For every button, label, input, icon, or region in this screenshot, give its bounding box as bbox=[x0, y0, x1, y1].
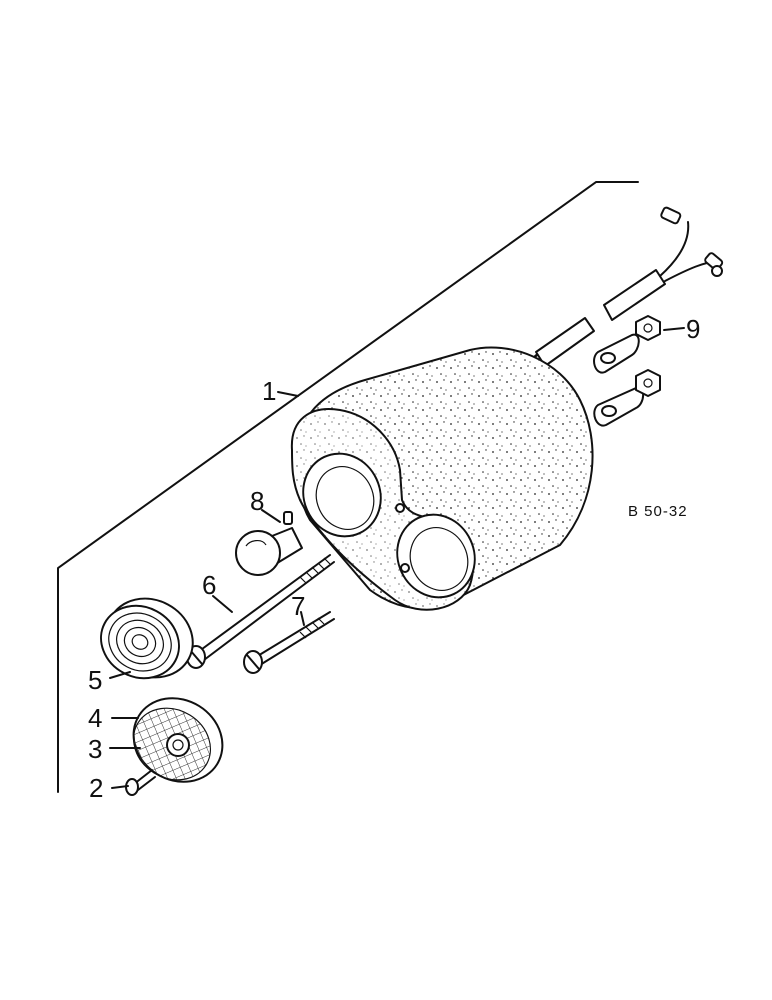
callout-1: 1 bbox=[262, 376, 276, 406]
small-screw bbox=[125, 769, 156, 796]
callout-4: 4 bbox=[88, 703, 102, 733]
lamp-housing bbox=[290, 346, 594, 611]
lens bbox=[100, 597, 194, 680]
bulb bbox=[235, 511, 303, 576]
assembly-bracket-line bbox=[57, 181, 639, 793]
wiring-harness bbox=[489, 206, 724, 384]
callout-9: 9 bbox=[686, 314, 700, 344]
reference-code: B 50-32 bbox=[628, 503, 688, 520]
callout-2: 2 bbox=[89, 773, 103, 803]
mounting-hardware bbox=[593, 315, 661, 427]
reflector-disc bbox=[132, 697, 224, 783]
callout-8: 8 bbox=[250, 486, 264, 516]
leader-lines bbox=[109, 327, 685, 789]
callout-3: 3 bbox=[88, 734, 102, 764]
callout-5: 5 bbox=[88, 665, 102, 695]
callout-6: 6 bbox=[202, 570, 216, 600]
short-screw bbox=[243, 611, 335, 674]
callout-7: 7 bbox=[291, 591, 305, 621]
